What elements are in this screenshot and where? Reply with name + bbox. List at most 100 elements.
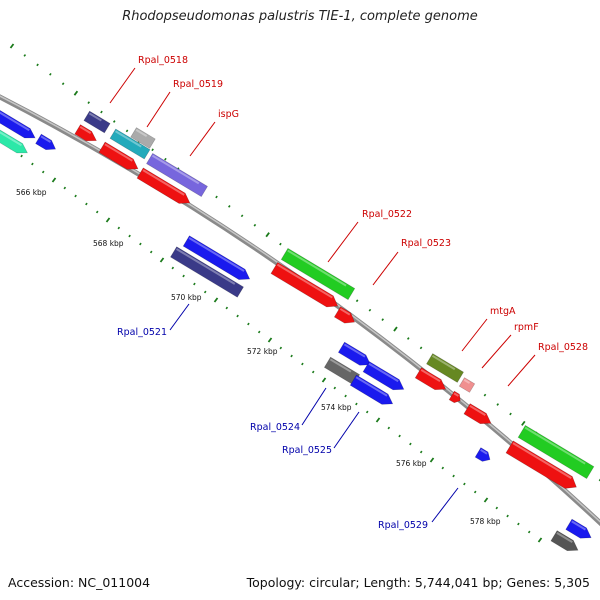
tick-mark (36, 63, 39, 67)
gene-feature (280, 247, 356, 301)
tick-mark (452, 474, 455, 478)
tick-mark (228, 205, 231, 208)
gene-feature (98, 141, 139, 170)
tick-mark (73, 90, 79, 96)
tick-mark (496, 403, 500, 406)
tick-label: 572 kbp (247, 347, 278, 356)
tick-mark (247, 322, 250, 326)
tick-mark (257, 330, 261, 334)
tick-mark (265, 232, 270, 238)
tick-mark (279, 242, 282, 246)
tick-label: 566 kbp (16, 188, 47, 197)
tick-mark (193, 282, 196, 286)
tick-mark (41, 170, 45, 174)
label-leader-line (333, 411, 360, 449)
gene-feature (0, 121, 28, 154)
gene-feature (74, 124, 97, 142)
gene-label-forward: mtgA (490, 306, 516, 317)
tick-mark (85, 202, 88, 206)
tick-mark (409, 442, 412, 446)
gene-feature (505, 440, 577, 489)
tick-label: 574 kbp (321, 403, 352, 412)
tick-mark (61, 82, 65, 86)
gene-label-forward: rpmF (514, 322, 539, 333)
gene-feature (182, 235, 251, 280)
tick-mark (483, 393, 487, 397)
gene-feature (458, 377, 476, 393)
tick-mark (398, 434, 401, 438)
tick-mark (521, 420, 526, 426)
tick-mark (344, 394, 347, 398)
tick-mark (311, 370, 315, 374)
gene-feature (109, 128, 151, 160)
tick-mark (517, 522, 520, 526)
tick-mark (105, 217, 111, 223)
gene-label-reverse: Rpal_0525 (282, 445, 332, 456)
tick-mark (74, 194, 77, 198)
tick-mark (253, 223, 257, 227)
gene-feature (474, 447, 491, 462)
label-leader-line (481, 334, 512, 369)
tick-mark (225, 306, 229, 310)
gene-feature (35, 133, 57, 151)
tick-mark (387, 426, 391, 430)
tick-mark (406, 337, 410, 340)
label-leader-line (301, 387, 327, 426)
gene-feature (565, 518, 592, 539)
gene-feature (426, 353, 464, 383)
tick-mark (473, 490, 477, 494)
tick-mark (112, 120, 116, 123)
tick-mark (333, 386, 337, 390)
tick-mark (164, 157, 167, 161)
gene-label-forward: Rpal_0523 (401, 238, 451, 249)
tick-mark (365, 410, 369, 414)
tick-label: 568 kbp (93, 239, 124, 248)
tick-mark (368, 308, 372, 312)
gene-feature (270, 261, 339, 308)
tick-mark (117, 226, 121, 230)
tick-mark (419, 346, 423, 350)
gene-label-reverse: Rpal_0521 (117, 327, 167, 338)
tick-mark (381, 318, 384, 321)
tick-mark (393, 326, 398, 332)
topology-text: Topology: circular; Length: 5,744,041 bp… (246, 575, 590, 590)
gene-label-forward: Rpal_0518 (138, 55, 188, 66)
tick-mark (375, 417, 381, 423)
tick-label: 570 kbp (171, 293, 202, 302)
gene-feature (448, 390, 461, 404)
tick-mark (483, 497, 489, 503)
tick-mark (213, 297, 219, 303)
tick-mark (149, 250, 153, 254)
tick-mark (182, 274, 185, 278)
tick-mark (429, 457, 435, 463)
tick-mark (290, 354, 293, 358)
tick-mark (20, 154, 23, 158)
tick-mark (495, 506, 499, 510)
inner-tick-track (0, 137, 543, 543)
gene-feature (362, 361, 405, 391)
tick-mark (49, 72, 52, 76)
gene-feature (0, 104, 36, 139)
tick-mark (63, 186, 67, 190)
label-leader-line (327, 221, 359, 263)
tick-mark (87, 101, 90, 104)
tick-mark (171, 266, 175, 270)
tick-mark (537, 537, 543, 543)
tick-mark (128, 234, 131, 238)
gene-label-reverse: Rpal_0529 (378, 520, 428, 531)
tick-mark (31, 162, 34, 166)
label-leader-line (431, 487, 459, 523)
gene-feature (550, 530, 579, 552)
tick-mark (125, 129, 129, 133)
tick-mark (509, 412, 512, 416)
tick-mark (151, 148, 154, 152)
tick-mark (441, 466, 445, 470)
map-title: Rhodopseudomonas palustris TIE-1, comple… (122, 9, 478, 24)
tick-mark (203, 290, 207, 294)
tick-mark (279, 346, 283, 350)
tick-label: 576 kbp (396, 459, 427, 468)
gene-feature (146, 152, 208, 198)
tick-mark (355, 402, 358, 406)
tick-mark (139, 242, 142, 246)
